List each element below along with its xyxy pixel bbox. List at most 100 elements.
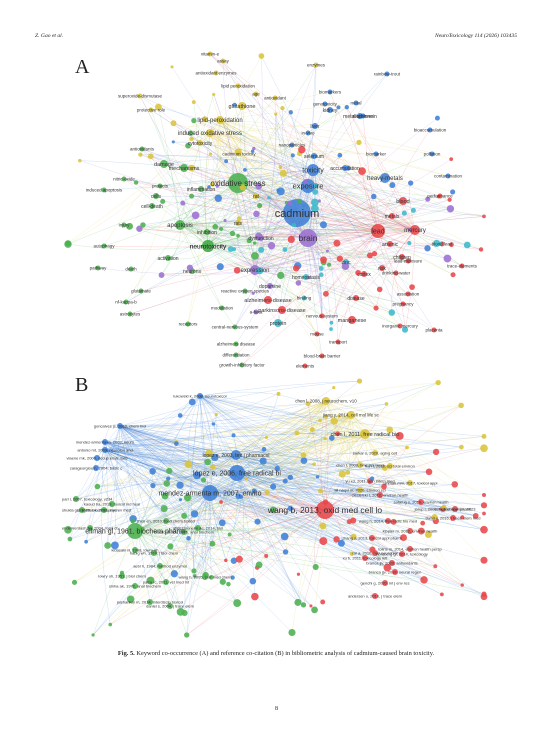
network-b-minor-node xyxy=(390,518,397,525)
network-a-edge xyxy=(254,155,293,271)
network-b-edge xyxy=(119,403,387,427)
network-a-minor-node xyxy=(219,226,224,231)
network-a-node-label: lipid-peroxidation xyxy=(197,118,242,124)
network-b-edge xyxy=(104,449,304,461)
network-b-minor-node xyxy=(235,555,243,563)
network-b-edge xyxy=(235,454,323,603)
network-b-minor-node xyxy=(318,488,323,494)
network-b-edge xyxy=(209,492,485,597)
network-a-node xyxy=(253,91,259,97)
network-a-minor-node xyxy=(320,256,327,264)
network-b-minor-node xyxy=(480,525,488,534)
network-b-edge xyxy=(119,425,361,466)
network-b-edge xyxy=(104,449,444,508)
network-b-edge xyxy=(153,472,238,554)
network-b-edge xyxy=(364,433,455,485)
network-b-edge xyxy=(166,400,327,484)
network-a-edge xyxy=(312,169,439,197)
network-b-edge xyxy=(236,438,326,474)
network-a-edge xyxy=(179,224,223,309)
network-a-edge xyxy=(179,97,276,226)
network-a-minor-node xyxy=(319,221,327,229)
network-a-node-label: pregnancy xyxy=(392,302,414,307)
network-a-node-label: pathway xyxy=(90,266,108,271)
network-a-node xyxy=(101,243,107,249)
network-b-node-label: ciesielski t, 2012, environ health xyxy=(352,492,409,497)
network-a-edge xyxy=(329,91,416,231)
network-a-edge xyxy=(312,169,406,330)
network-b-node xyxy=(407,480,413,486)
network-b-edge xyxy=(245,400,327,480)
network-b-node xyxy=(87,525,93,531)
network-a-node xyxy=(235,83,241,89)
network-a-node-label: blood xyxy=(396,199,409,205)
network-b-edge xyxy=(104,449,153,486)
network-a-node-label: protects xyxy=(152,184,169,189)
network-a-minor-node xyxy=(325,249,329,253)
network-b-edge xyxy=(104,449,485,595)
network-a-node-label: drinking-water xyxy=(382,271,411,276)
network-a-node xyxy=(165,255,171,261)
network-a-edge xyxy=(179,224,365,275)
network-b-edge xyxy=(134,492,268,532)
network-a-edge xyxy=(254,55,263,271)
network-b-minor-node xyxy=(163,480,171,487)
network-a-edge xyxy=(391,229,416,313)
network-a-edge xyxy=(161,269,256,277)
network-a-edge xyxy=(241,229,416,366)
network-b-edge xyxy=(209,492,212,578)
network-b-node xyxy=(195,525,201,531)
network-a-edge xyxy=(209,132,377,155)
network-b-edge xyxy=(164,508,326,512)
network-a-node-label: death xyxy=(125,267,137,272)
network-a-node-label: rainbow-trout xyxy=(374,72,401,77)
network-b-minor-node xyxy=(230,557,238,564)
network-a-minor-node xyxy=(214,194,222,202)
network-a-edge xyxy=(179,224,323,317)
network-b-node xyxy=(163,579,169,585)
network-b-node-label: ellman gl, 1961, biochem pharm xyxy=(85,528,185,535)
network-a-node xyxy=(305,130,311,136)
network-a-edge xyxy=(254,213,405,271)
network-b-edge xyxy=(104,449,403,555)
network-b-minor-node xyxy=(204,458,211,466)
network-b-edge xyxy=(104,449,274,487)
network-a-minor-node xyxy=(450,272,456,278)
network-a-node-label: nitric-oxide xyxy=(113,177,135,182)
network-a-node-label: kidney xyxy=(323,108,338,114)
network-b-minor-node xyxy=(333,536,340,543)
network-a-node-label: parkinsons-disease xyxy=(258,308,305,314)
network-a-edge xyxy=(129,132,211,315)
network-b-minor-node xyxy=(305,401,311,407)
network-b-edge xyxy=(104,441,233,578)
network-b-edge xyxy=(104,441,109,546)
network-b-edge xyxy=(324,509,463,586)
network-b-edge xyxy=(104,449,175,574)
network-a-minor-node xyxy=(158,272,165,279)
network-a-minor-node xyxy=(356,139,362,146)
network-a-minor-node xyxy=(345,165,351,171)
network-b-edge xyxy=(235,435,400,456)
network-a-edge xyxy=(219,119,332,330)
network-a-node-label: glutamate xyxy=(131,289,151,294)
network-b-edge xyxy=(209,491,326,511)
network-a-node-label: nanoparticles xyxy=(279,143,307,148)
network-b-edge xyxy=(194,509,326,515)
network-a-node-label: exposure xyxy=(293,182,324,191)
network-a-node xyxy=(289,142,295,148)
network-b-node xyxy=(389,560,395,566)
network-a-node xyxy=(327,107,333,113)
network-a-minor-node xyxy=(191,118,197,124)
network-a-edge xyxy=(209,132,338,244)
network-b-edge xyxy=(81,414,352,511)
network-a-node xyxy=(299,229,317,247)
network-a-edge xyxy=(237,182,450,200)
network-b-edge xyxy=(119,425,268,493)
network-a-minor-node xyxy=(229,230,236,237)
network-a-node xyxy=(216,116,224,124)
network-a-edge xyxy=(219,91,331,121)
network-b-edge xyxy=(199,395,404,538)
network-b-node xyxy=(202,485,218,501)
network-b-edge xyxy=(134,382,439,532)
network-b-node xyxy=(372,593,378,599)
